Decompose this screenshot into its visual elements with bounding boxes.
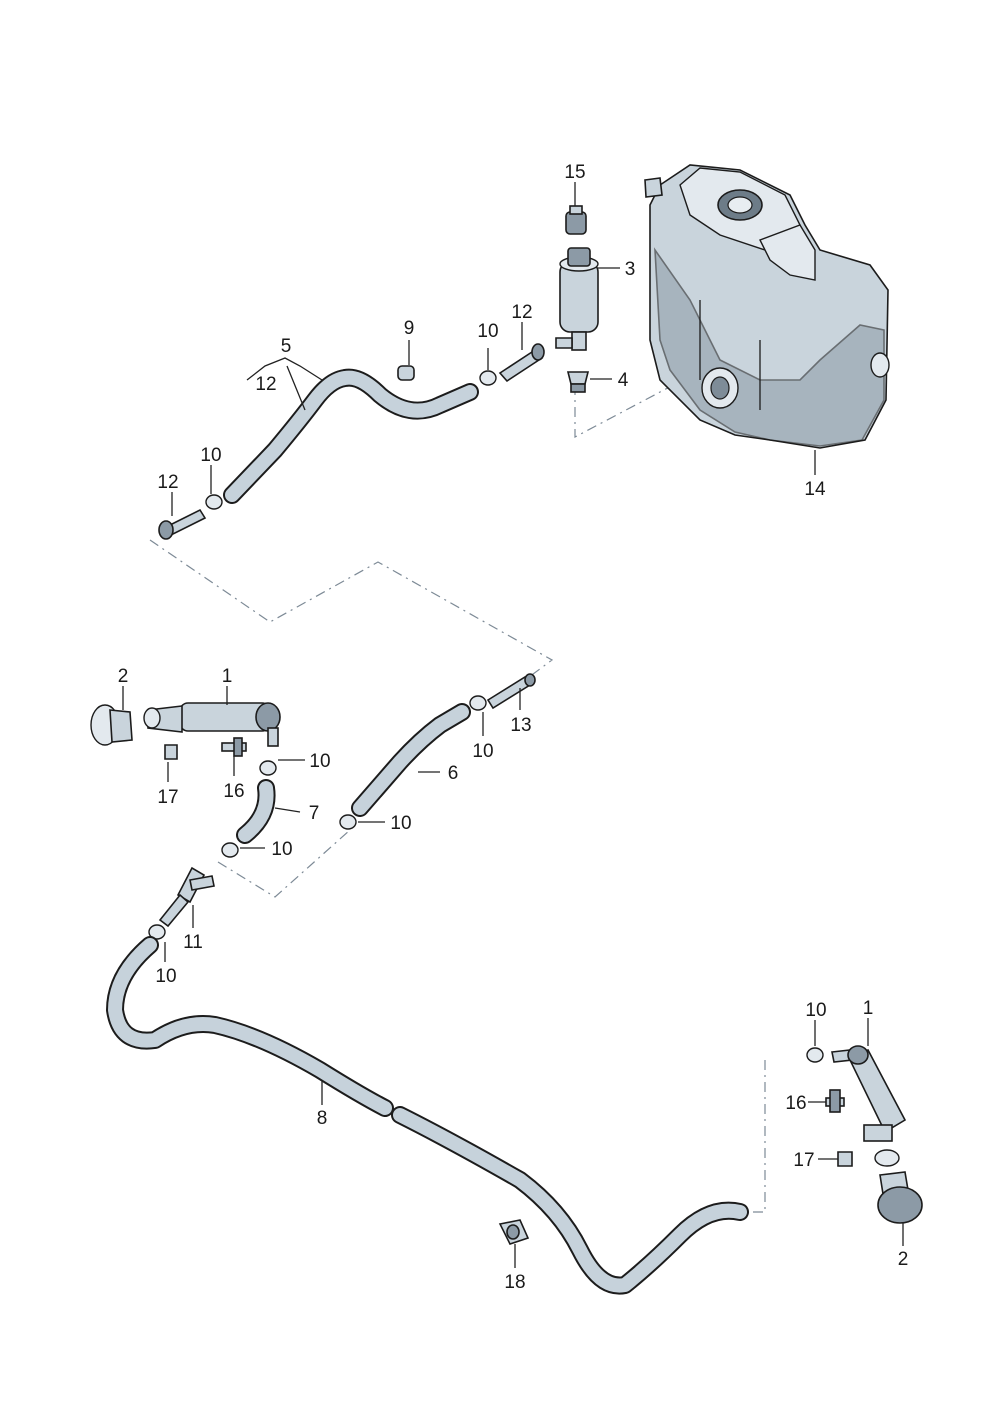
hose-6 — [351, 703, 471, 817]
clamp-10-a — [259, 760, 277, 776]
hose-8 — [106, 936, 749, 1295]
callout-17-right: 17 — [793, 1150, 814, 1171]
hose-7 — [236, 779, 276, 844]
callout-10-b: 10 — [271, 839, 292, 860]
pump-connector — [565, 205, 587, 235]
callout-2-left: 2 — [118, 666, 129, 687]
connection-lines — [149, 317, 801, 1213]
washer-pump — [555, 247, 599, 351]
callout-1-right: 1 — [863, 998, 874, 1019]
washer-fluid-reservoir — [644, 164, 890, 449]
bolt-16-right — [825, 1089, 845, 1113]
callout-10-e: 10 — [155, 966, 176, 987]
telescopic-nozzle-right — [831, 1045, 907, 1167]
t-piece-11 — [158, 866, 215, 928]
bolt-16-left — [221, 737, 247, 757]
callout-12-top: 12 — [511, 302, 532, 323]
leader-lines — [122, 182, 904, 1268]
callout-10-a: 10 — [309, 751, 330, 772]
callout-2-right: 2 — [898, 1249, 909, 1270]
callout-13: 13 — [510, 715, 531, 736]
headlight-washer-cap-left — [90, 704, 133, 746]
connector-12-top — [498, 343, 545, 383]
nut-17-left — [164, 744, 178, 760]
callout-10-c: 10 — [472, 741, 493, 762]
clamp-10-e — [148, 924, 166, 940]
clamp-10-b — [221, 842, 239, 858]
callout-16-right: 16 — [785, 1093, 806, 1114]
callout-9: 9 — [404, 318, 415, 339]
callout-10-top: 10 — [477, 321, 498, 342]
callout-10-d: 10 — [390, 813, 411, 834]
callout-12-bracket: 12 — [255, 374, 276, 395]
clamp-10-d — [339, 814, 357, 830]
callout-7: 7 — [309, 803, 320, 824]
callout-4: 4 — [618, 370, 629, 391]
hose-5 — [223, 368, 479, 504]
callout-18: 18 — [504, 1272, 525, 1293]
hose-clip-9 — [397, 365, 415, 381]
callout-1-left: 1 — [222, 666, 233, 687]
callout-5: 5 — [281, 336, 292, 357]
clamp-10-right — [806, 1047, 824, 1063]
callout-10-right: 10 — [805, 1000, 826, 1021]
callout-10-left: 10 — [200, 445, 221, 466]
callout-15: 15 — [564, 162, 585, 183]
headlight-washer-cap-right — [877, 1171, 923, 1224]
connector-13 — [486, 673, 536, 710]
callout-3: 3 — [625, 259, 636, 280]
pump-grommet — [566, 371, 590, 393]
clamp-10-left — [205, 494, 223, 510]
connector-12-left — [158, 508, 207, 540]
telescopic-nozzle-left — [143, 702, 281, 747]
callout-labels: 15 3 12 10 9 5 12 4 14 12 10 2 1 17 16 1… — [118, 162, 909, 1293]
callout-8: 8 — [317, 1108, 328, 1129]
hose-holder-18 — [498, 1219, 530, 1245]
callout-17-left: 17 — [157, 787, 178, 808]
callout-16-left: 16 — [223, 781, 244, 802]
callout-14: 14 — [804, 479, 826, 500]
nut-17-right — [837, 1151, 853, 1167]
clamp-10-c — [469, 695, 487, 711]
clamp-10-top — [479, 370, 497, 386]
callout-6: 6 — [448, 763, 459, 784]
callout-12-left: 12 — [157, 472, 178, 493]
callout-11: 11 — [183, 932, 203, 953]
